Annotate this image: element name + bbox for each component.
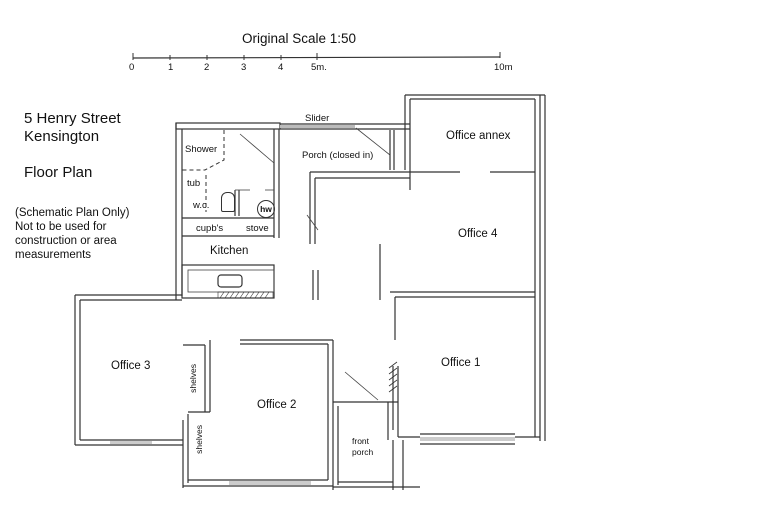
label-front-porch-line2: porch: [352, 447, 374, 457]
label-shower: Shower: [185, 144, 218, 155]
walls: [74, 94, 546, 490]
hot-water-icon: hw: [257, 200, 275, 218]
label-porch: Porch (closed in): [302, 150, 374, 161]
label-shelves-2: shelves: [194, 425, 204, 454]
scale-tick-5m: 5m.: [311, 62, 327, 73]
label-office-1: Office 1: [441, 357, 481, 369]
label-cupboards: cupb's: [196, 223, 224, 234]
label-wc: w.c.: [193, 200, 210, 211]
scale-tick-2: 2: [204, 62, 210, 73]
scale-tick-3: 3: [241, 62, 247, 73]
disclaimer-line2: Not to be used for: [15, 221, 107, 233]
label-kitchen: Kitchen: [210, 245, 249, 257]
scale-tick-0: 0: [129, 62, 135, 73]
scale-ruler: [132, 52, 501, 60]
scale-title: Original Scale 1:50: [242, 31, 357, 46]
disclaimer-line3: construction or area: [15, 235, 117, 247]
scale-tick-10m: 10m: [494, 62, 513, 73]
disclaimer-line4: measurements: [15, 249, 92, 261]
label-tub: tub: [187, 178, 201, 189]
address-line2: Kensington: [24, 128, 100, 145]
label-slider: Slider: [305, 113, 330, 124]
label-front-porch-line1: front: [352, 436, 370, 446]
label-office-4: Office 4: [458, 228, 498, 240]
label-shelves-1: shelves: [188, 364, 198, 393]
label-office-3: Office 3: [111, 360, 151, 372]
scale-tick-4: 4: [278, 62, 284, 73]
label-office-2: Office 2: [257, 399, 297, 411]
label-stove: stove: [246, 223, 269, 234]
address-line1: 5 Henry Street: [24, 110, 121, 127]
scale-tick-1: 1: [168, 62, 174, 73]
disclaimer-line1: (Schematic Plan Only): [15, 207, 130, 219]
plan-title: Floor Plan: [24, 164, 93, 181]
label-office-annex: Office annex: [446, 130, 511, 142]
toilet-icon: [221, 192, 235, 212]
